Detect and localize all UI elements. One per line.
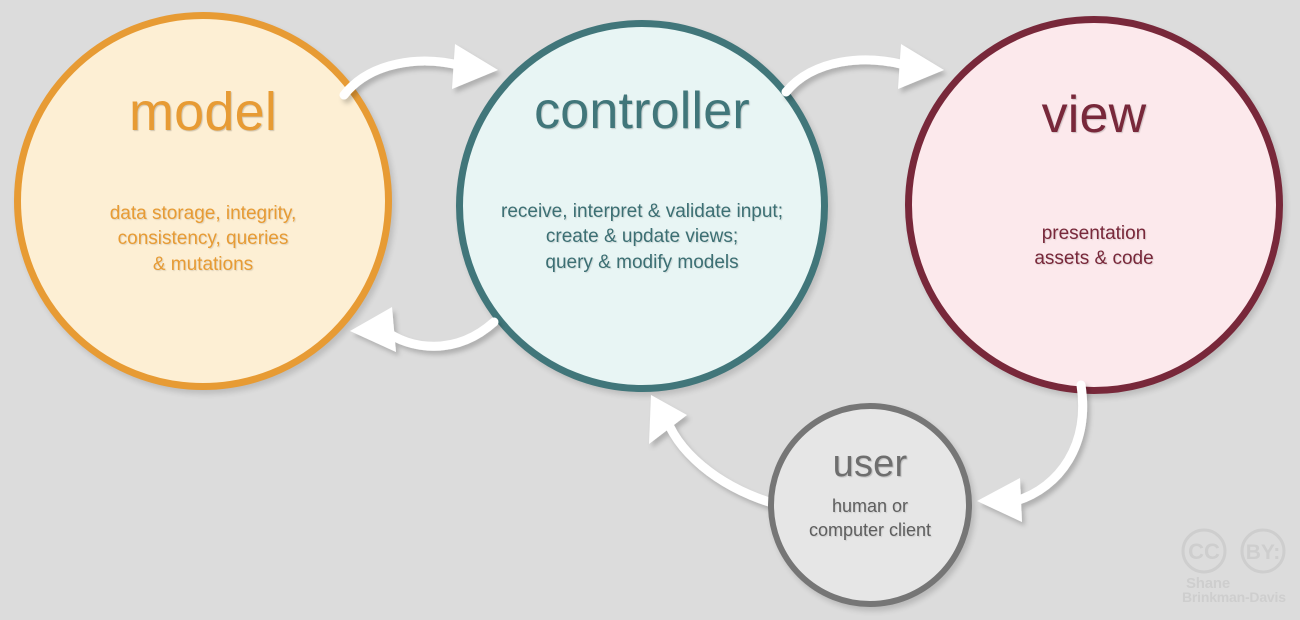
arrow-controller-to-model — [350, 307, 499, 352]
node-controller[interactable]: controller receive, interpret & validate… — [456, 20, 828, 392]
license-author-first-name: Shane — [1186, 575, 1231, 592]
arrow-model-to-controller — [339, 44, 498, 100]
arrow-user-to-controller — [649, 395, 777, 508]
arrow-view-to-user — [977, 380, 1087, 522]
by-icon — [1240, 528, 1286, 574]
node-user-title: user — [832, 443, 908, 485]
license-author-last-name: Brinkman-Davis — [1182, 589, 1286, 605]
creative-commons-badge[interactable]: CC BY: — [1180, 528, 1292, 612]
node-view-title: view — [1041, 86, 1147, 144]
node-model-title: model — [128, 82, 278, 142]
cc-icon — [1181, 528, 1227, 574]
by-icon-label: BY: — [1246, 541, 1281, 564]
node-model-description: data storage, integrity,consistency, que… — [109, 203, 297, 275]
node-model[interactable]: model data storage, integrity,consistenc… — [14, 12, 392, 390]
node-controller-description: receive, interpret & validate input;crea… — [501, 201, 783, 273]
node-controller-title: controller — [534, 82, 750, 140]
cc-icon-label: CC — [1188, 539, 1220, 564]
arrow-controller-to-view — [781, 44, 944, 97]
